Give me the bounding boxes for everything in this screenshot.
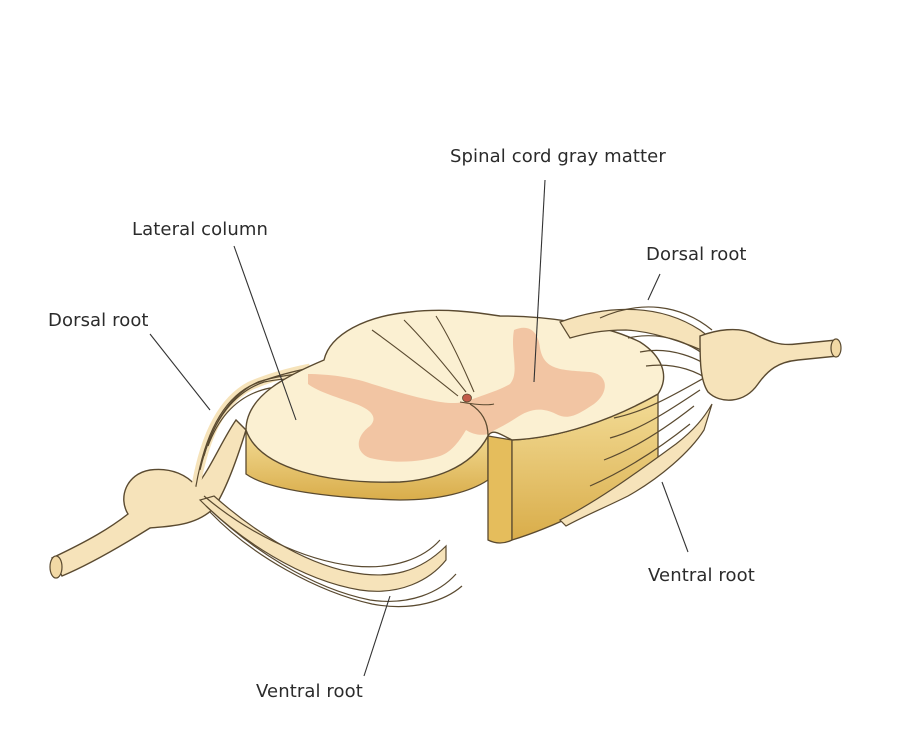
- label-ventral-root-left: Ventral root: [256, 681, 363, 702]
- left-spinal-nerve: [49, 418, 247, 579]
- leader-gray-matter: [533, 179, 546, 383]
- label-dorsal-root-right: Dorsal root: [646, 244, 747, 265]
- left-ventral-rootlets: [198, 495, 463, 608]
- leader-lateral-column: [233, 245, 297, 421]
- right-ventral-rootlets: [558, 377, 713, 527]
- label-gray-matter: Spinal cord gray matter: [450, 146, 666, 167]
- white-matter-surface: [245, 309, 665, 483]
- right-spinal-nerve: [699, 328, 842, 401]
- leader-dorsal-root-left: [149, 333, 211, 411]
- leader-lines: [149, 179, 689, 677]
- label-lateral-column: Lateral column: [132, 219, 269, 240]
- leader-ventral-root-left: [363, 595, 391, 677]
- label-dorsal-root-left: Dorsal root: [48, 310, 149, 331]
- leader-dorsal-root-right: [647, 273, 661, 301]
- leader-ventral-root-right: [661, 481, 689, 553]
- gray-matter: [308, 327, 605, 462]
- label-ventral-root-right: Ventral root: [648, 565, 755, 586]
